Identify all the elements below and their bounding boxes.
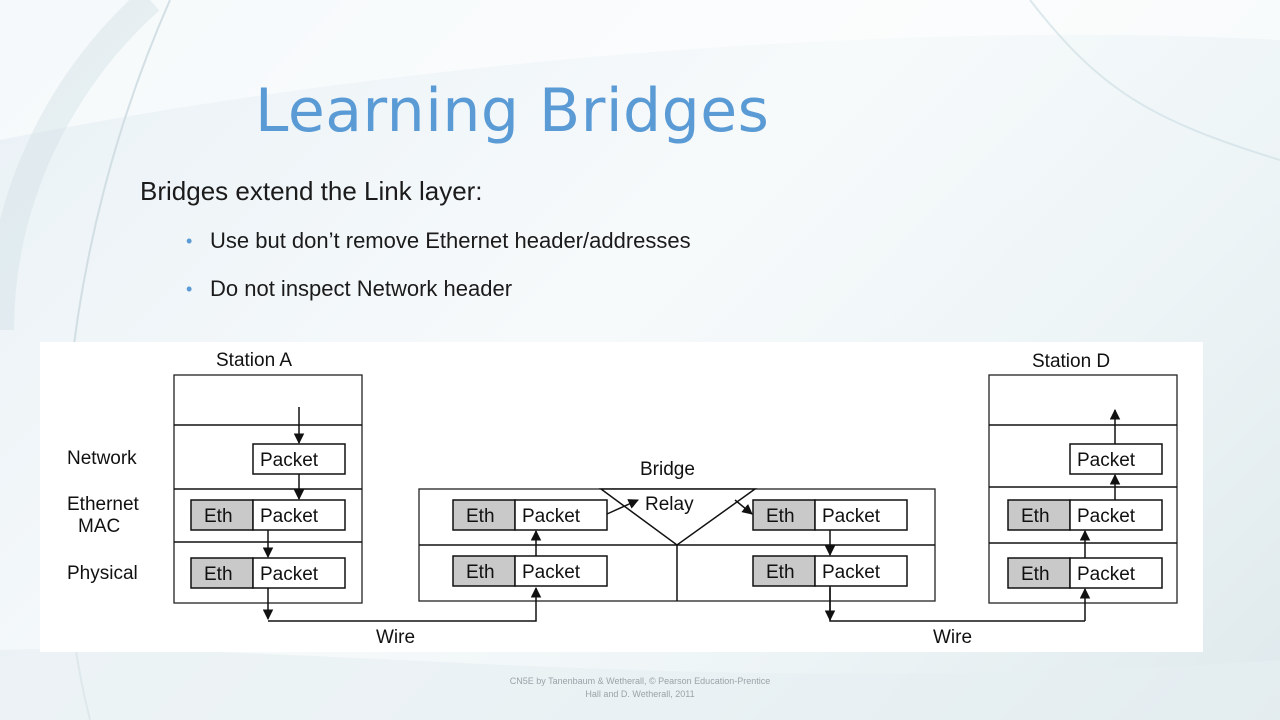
station-d-label: Station D (1032, 351, 1110, 372)
bullet-text: Do not inspect Network header (210, 276, 513, 301)
footer-credit: CN5E by Tanenbaum & Wetherall, © Pearson… (490, 675, 790, 701)
packet-box (814, 555, 908, 587)
packet-label: Packet (822, 562, 881, 583)
eth-label: Eth (1021, 564, 1050, 585)
bullet-item: • Use but don’t remove Ethernet header/ad… (186, 226, 691, 274)
eth-label: Eth (466, 506, 495, 527)
packet-box (514, 555, 608, 587)
eth-label: Eth (766, 562, 795, 583)
bullet-item: • Do not inspect Network header (186, 274, 691, 322)
packet-box (252, 557, 346, 589)
packet-box (814, 499, 908, 531)
station-a-label: Station A (216, 350, 292, 371)
footer-line: CN5E by Tanenbaum & Wetherall, © Pearson… (509, 676, 771, 686)
packet-label: Packet (260, 506, 319, 527)
bridge-diagram: Station A Network Ethernet MAC Physical … (40, 342, 1203, 652)
wire-left-label: Wire (376, 627, 415, 648)
layer-ethernet-label: Ethernet (67, 494, 140, 515)
layer-network-label: Network (67, 448, 137, 469)
packet-label: Packet (1077, 450, 1136, 471)
slide-subtitle: Bridges extend the Link layer: (140, 176, 483, 206)
packet-box (514, 499, 608, 531)
bullet-text: Use but don’t remove Ethernet header/add… (210, 228, 691, 253)
packet-label: Packet (522, 562, 581, 583)
packet-box (1069, 499, 1163, 531)
layer-physical-label: Physical (67, 563, 138, 584)
eth-box (190, 557, 254, 589)
eth-box (452, 555, 516, 587)
packet-label: Packet (522, 506, 581, 527)
packet-label: Packet (1077, 564, 1136, 585)
packet-label: Packet (260, 450, 319, 471)
footer-line: Hall and D. Wetherall, 2011 (585, 689, 695, 699)
packet-box (1069, 443, 1163, 475)
eth-label: Eth (204, 506, 233, 527)
eth-box (452, 499, 516, 531)
packet-label: Packet (260, 564, 319, 585)
packet-label: Packet (822, 506, 881, 527)
eth-box (1007, 557, 1071, 589)
relay-label: Relay (645, 494, 694, 515)
bridge-label: Bridge (640, 459, 695, 480)
eth-box (1007, 499, 1071, 531)
eth-box (190, 499, 254, 531)
bullet-list: • Use but don’t remove Ethernet header/ad… (186, 226, 691, 322)
eth-label: Eth (1021, 506, 1050, 527)
eth-label: Eth (766, 506, 795, 527)
bullet-dot-icon: • (186, 279, 193, 299)
layer-mac-label: MAC (78, 516, 120, 537)
wire-right-label: Wire (933, 627, 972, 648)
eth-label: Eth (466, 562, 495, 583)
wire-left (268, 586, 542, 622)
packet-label: Packet (1077, 506, 1136, 527)
slide-title: Learning Bridges (255, 76, 770, 146)
station-d-stack (988, 374, 1178, 604)
eth-box (752, 555, 816, 587)
bullet-dot-icon: • (186, 231, 193, 251)
packet-box (1069, 557, 1163, 589)
relay-triangle (598, 488, 758, 546)
eth-label: Eth (204, 564, 233, 585)
